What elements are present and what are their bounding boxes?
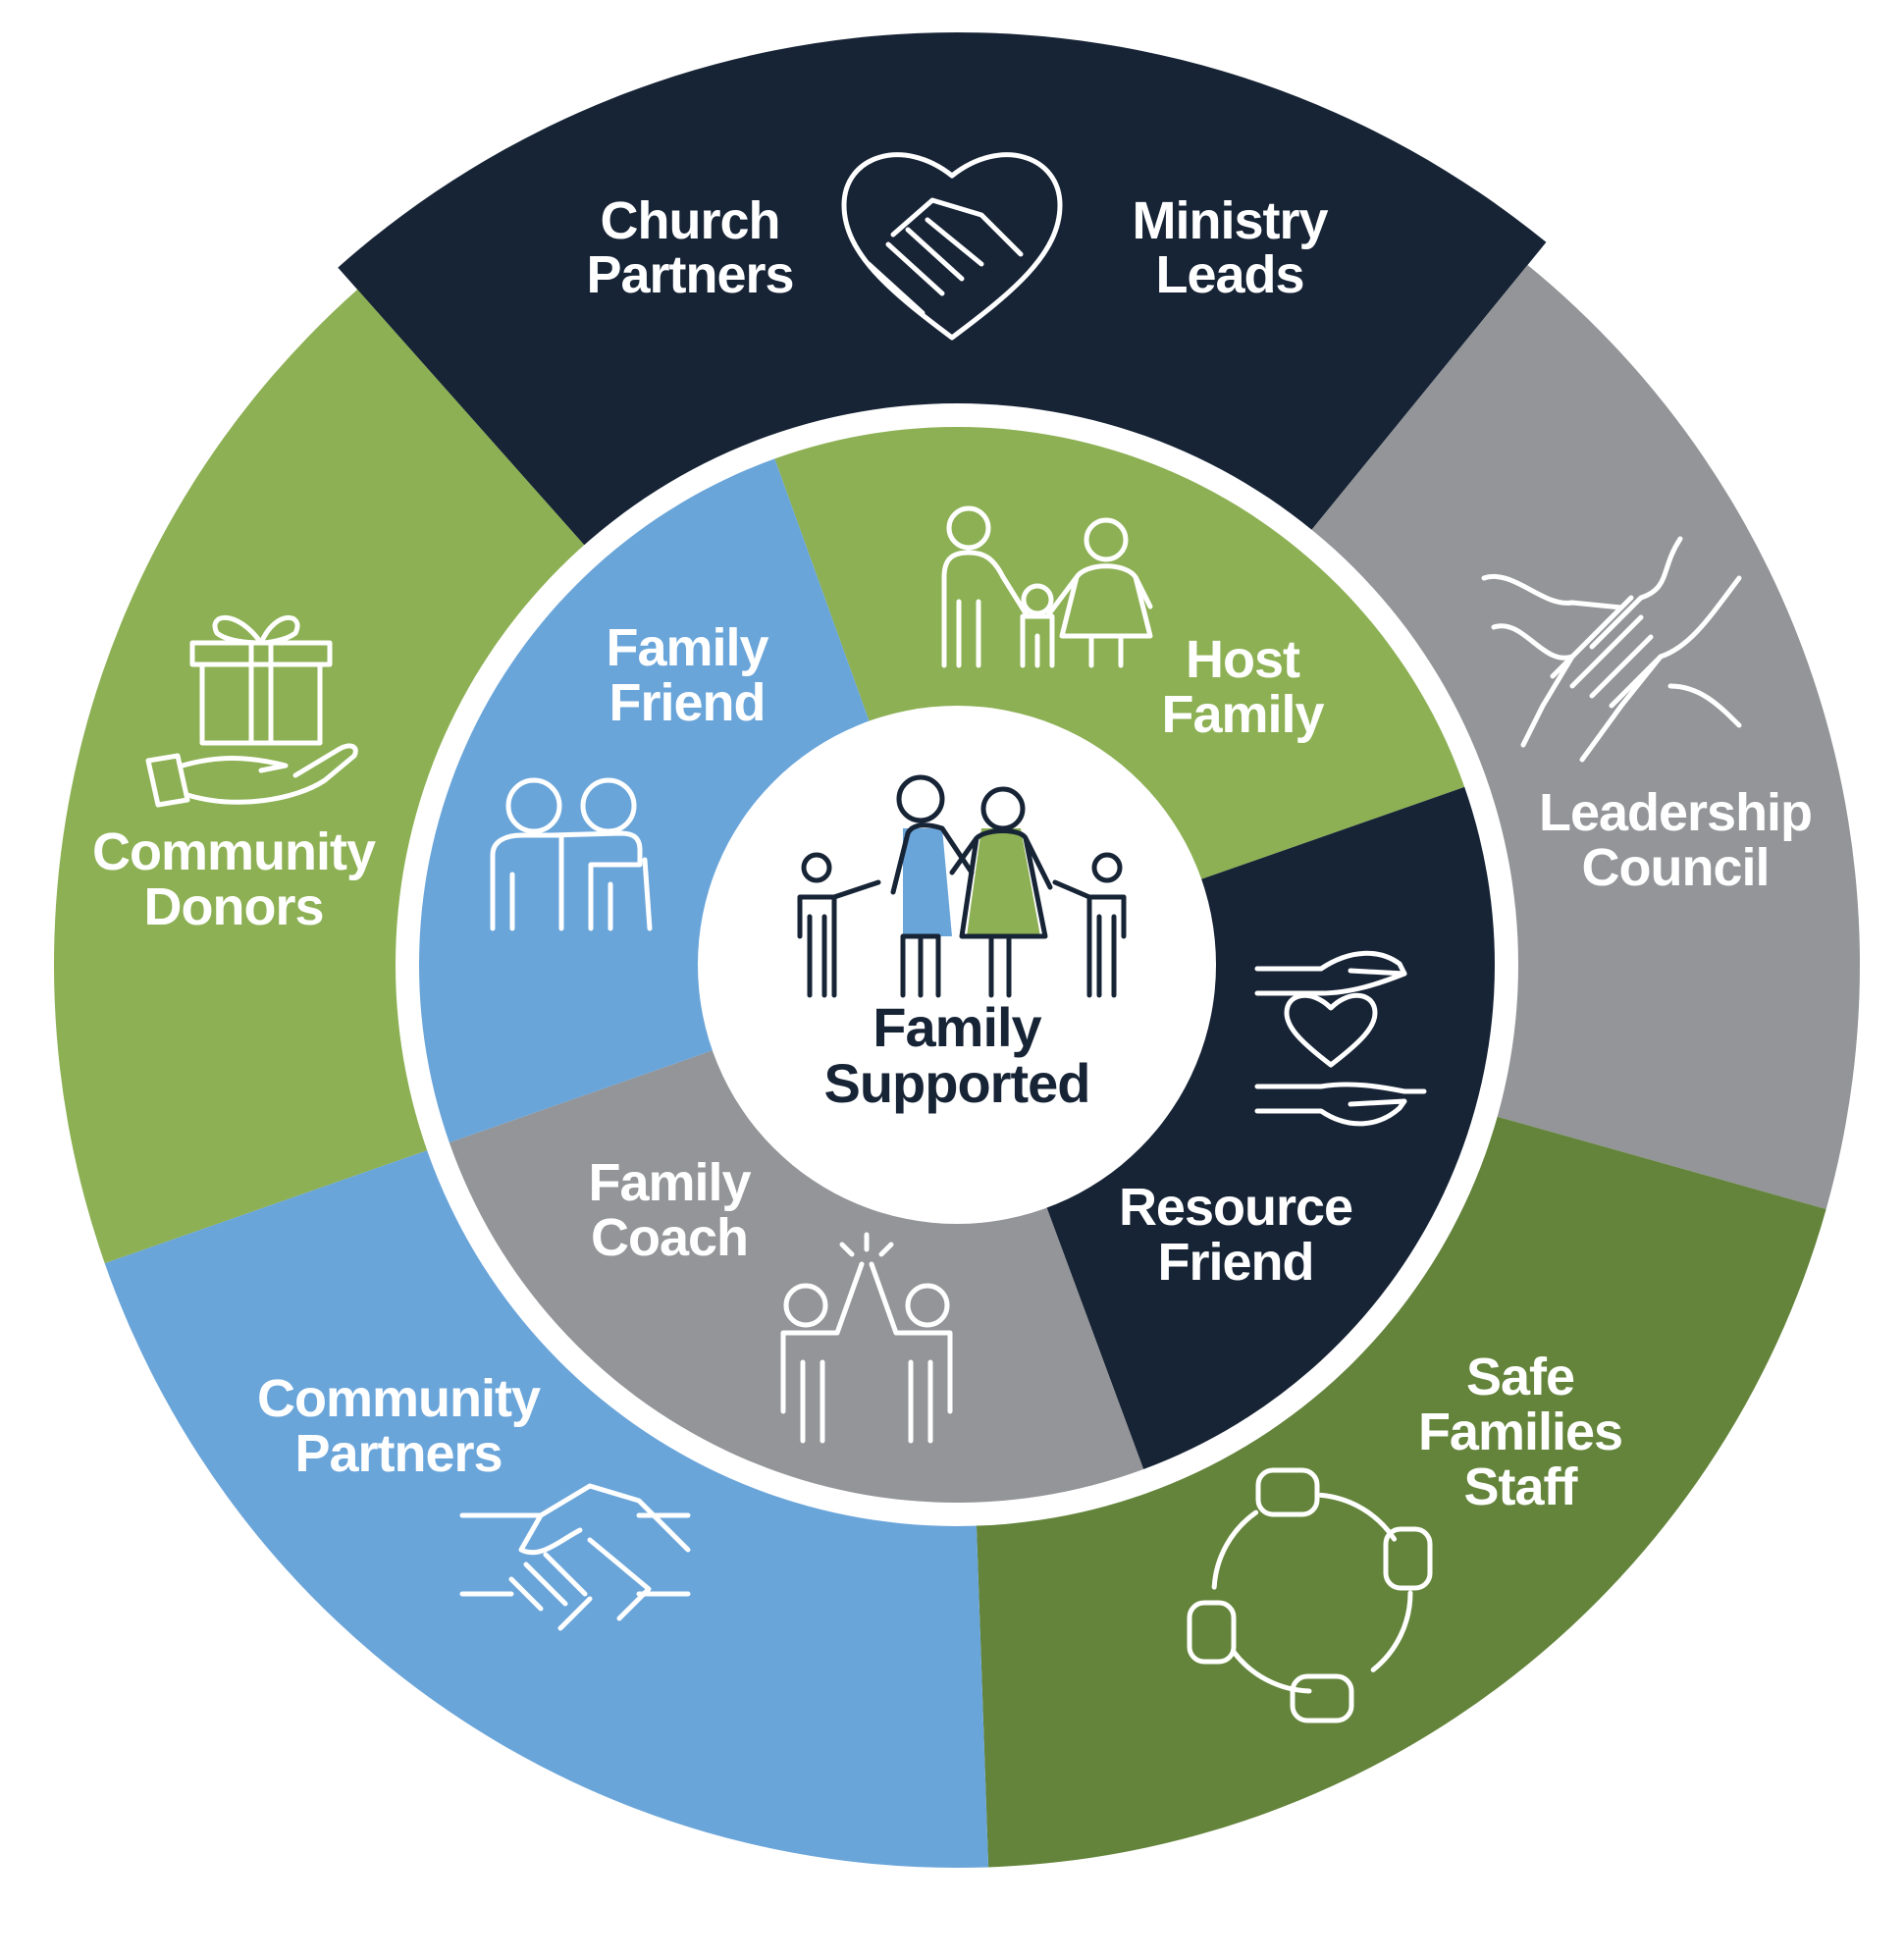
- parents-child-icon: [941, 505, 1153, 668]
- heart-handshake-icon: [841, 152, 1063, 341]
- friends-icon: [490, 777, 653, 931]
- caring-hands-heart-icon: [1254, 950, 1427, 1127]
- hands-together-icon: [1481, 536, 1742, 763]
- gift-in-hand-icon: [145, 614, 358, 808]
- circle-of-hands-icon: [1187, 1467, 1433, 1723]
- handshake-icon: [459, 1483, 691, 1631]
- high-five-icon: [780, 1232, 953, 1444]
- family-icon: [797, 774, 1127, 998]
- center-circle: [698, 706, 1216, 1224]
